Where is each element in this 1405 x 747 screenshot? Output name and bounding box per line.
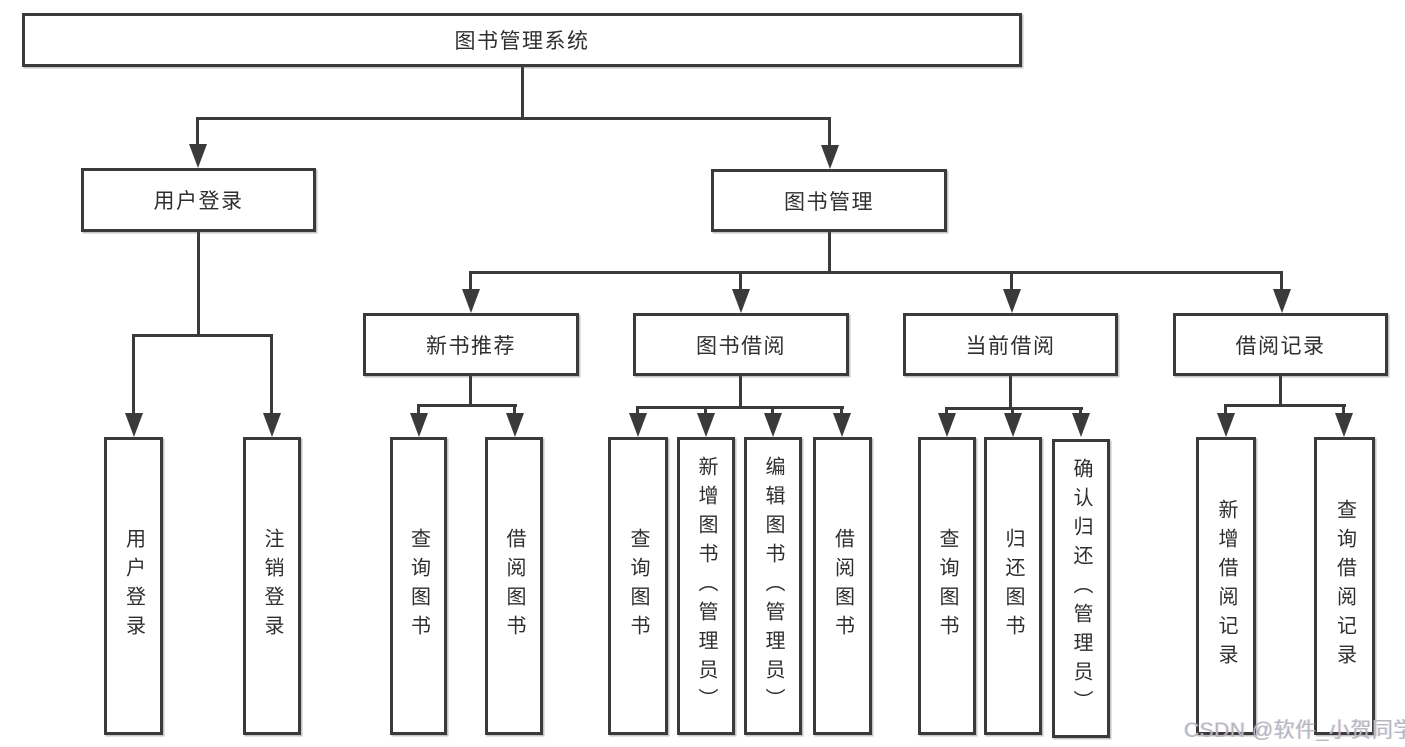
connector-line <box>417 404 517 407</box>
arrow-down-icon <box>462 289 480 313</box>
node-book-management: 图书管理 <box>711 169 947 232</box>
connector-line <box>196 119 199 148</box>
arrow-down-icon <box>697 413 715 437</box>
node-label: 确认归还（管理员） <box>1070 458 1092 719</box>
arrow-down-icon <box>263 413 281 437</box>
connector-line <box>828 119 831 148</box>
arrow-down-icon <box>764 413 782 437</box>
connector-line <box>945 409 948 415</box>
arrow-down-icon <box>410 413 428 437</box>
node-label: 查询图书 <box>936 528 958 644</box>
leaf-logout: 注销登录 <box>243 437 301 735</box>
connector-line <box>739 273 742 291</box>
node-new-book-recommend: 新书推荐 <box>363 313 579 376</box>
connector-line <box>636 408 639 415</box>
connector-line <box>469 271 1283 274</box>
arrow-down-icon <box>629 413 647 437</box>
connector-line <box>270 336 273 415</box>
connector-line <box>828 232 831 273</box>
arrow-down-icon <box>1335 413 1353 437</box>
leaf-current-return-books: 归还图书 <box>984 437 1042 735</box>
connector-line <box>1009 376 1012 408</box>
connector-line <box>132 336 135 415</box>
connector-line <box>469 376 472 406</box>
node-borrowing-records: 借阅记录 <box>1173 313 1388 376</box>
arrow-down-icon <box>833 413 851 437</box>
arrow-down-icon <box>732 289 750 313</box>
node-root-library-system: 图书管理系统 <box>22 13 1022 67</box>
connector-line <box>945 407 1083 410</box>
arrow-down-icon <box>1003 289 1021 313</box>
leaf-borrowing-borrow-books: 借阅图书 <box>813 437 872 735</box>
connector-line <box>1224 404 1346 407</box>
node-current-borrowing: 当前借阅 <box>903 313 1118 376</box>
leaf-newbooks-borrow-books: 借阅图书 <box>485 437 543 735</box>
connector-line <box>1342 406 1345 415</box>
node-label: 当前借阅 <box>965 334 1056 358</box>
connector-line <box>771 408 774 415</box>
node-label: 用户登录 <box>122 528 145 644</box>
connector-line <box>469 273 472 291</box>
leaf-records-query-record: 查询借阅记录 <box>1314 437 1375 735</box>
connector-line <box>739 376 742 407</box>
node-label: 新增图书（管理员） <box>695 455 717 717</box>
connector-line <box>417 406 420 415</box>
node-label: 新书推荐 <box>426 334 516 358</box>
node-label: 查询图书 <box>407 528 430 644</box>
leaf-records-add-record: 新增借阅记录 <box>1196 437 1256 735</box>
leaf-current-confirm-return-admin: 确认归还（管理员） <box>1052 439 1110 738</box>
node-label: 用户登录 <box>153 190 244 213</box>
connector-line <box>704 408 707 415</box>
node-label: 借阅图书 <box>831 528 854 644</box>
connector-line <box>197 232 200 335</box>
arrow-down-icon <box>506 413 524 437</box>
node-book-borrowing: 图书借阅 <box>633 313 849 376</box>
node-label: 图书借阅 <box>696 334 786 358</box>
connector-line <box>636 406 844 409</box>
arrow-down-icon <box>1004 413 1022 437</box>
node-label: 图书管理 <box>784 190 874 214</box>
arrow-down-icon <box>125 413 143 437</box>
node-label: 查询图书 <box>627 528 649 644</box>
leaf-user-login: 用户登录 <box>104 437 163 735</box>
csdn-watermark: CSDN @软件_小贺同学 <box>1184 719 1405 742</box>
connector-line <box>1280 273 1283 291</box>
arrow-down-icon <box>1072 413 1090 437</box>
node-label: 借阅图书 <box>503 528 525 644</box>
connector-line <box>521 67 524 118</box>
leaf-newbooks-query-books: 查询图书 <box>390 437 447 735</box>
arrow-down-icon <box>938 413 956 437</box>
arrow-down-icon <box>1273 289 1291 313</box>
connector-line <box>196 117 831 120</box>
node-label: 归还图书 <box>1002 528 1024 644</box>
arrow-down-icon <box>189 144 207 168</box>
arrow-down-icon <box>1217 413 1235 437</box>
connector-line <box>840 408 843 415</box>
leaf-borrowing-query-books: 查询图书 <box>608 437 668 735</box>
node-user-login: 用户登录 <box>81 168 316 232</box>
connector-line <box>1011 409 1014 415</box>
leaf-borrowing-edit-books-admin: 编辑图书（管理员） <box>744 437 802 735</box>
node-label: 借阅记录 <box>1235 334 1326 358</box>
node-label: 注销登录 <box>261 528 283 644</box>
leaf-borrowing-add-books-admin: 新增图书（管理员） <box>677 437 735 735</box>
node-label: 查询借阅记录 <box>1333 499 1356 673</box>
node-label: 图书管理系统 <box>454 30 590 53</box>
arrow-down-icon <box>821 145 839 169</box>
connector-line <box>1224 406 1227 415</box>
connector-line <box>513 406 516 415</box>
node-label: 编辑图书（管理员） <box>762 455 784 717</box>
node-label: 新增借阅记录 <box>1215 499 1237 673</box>
connector-line <box>1010 273 1013 291</box>
connector-line <box>1279 376 1282 405</box>
connector-line <box>132 334 273 337</box>
connector-line <box>1079 409 1082 415</box>
leaf-current-query-books: 查询图书 <box>918 437 976 735</box>
